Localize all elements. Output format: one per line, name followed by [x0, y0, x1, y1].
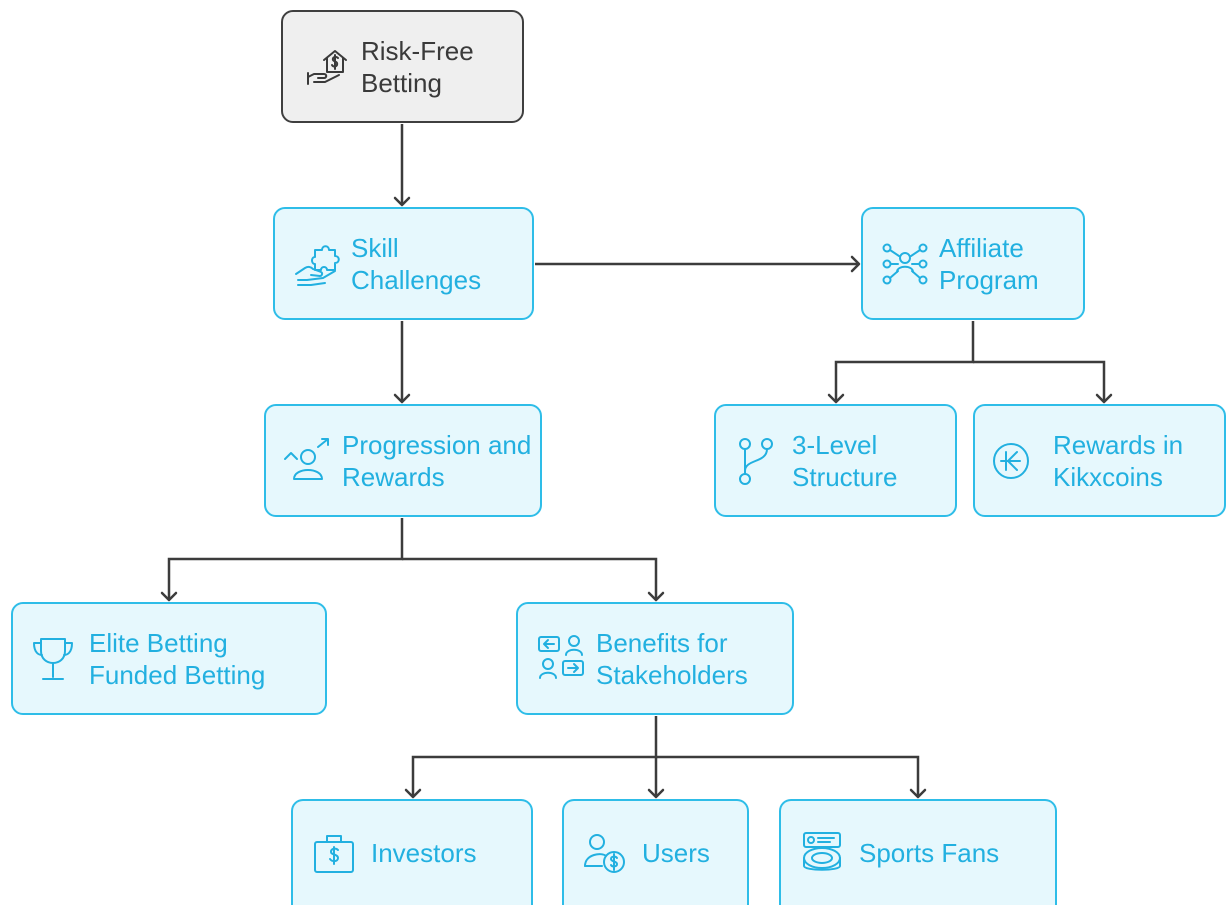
edge-benefits-to-sports-fans	[656, 755, 927, 799]
edge-benefits-to-investors	[404, 716, 658, 799]
node-label: 3-Level Structure	[792, 429, 898, 492]
hand-house-dollar-icon	[303, 42, 353, 92]
coin-icon	[991, 441, 1031, 481]
node-progression-and-rewards[interactable]: Progression and Rewards	[264, 404, 542, 517]
edge-affiliate-to-kikxcoins	[973, 360, 1113, 404]
node-users[interactable]: Users	[562, 799, 749, 905]
person-growth-icon	[280, 435, 332, 487]
node-skill-challenges[interactable]: Skill Challenges	[273, 207, 534, 320]
node-label: Progression and Rewards	[342, 429, 532, 492]
stadium-icon	[799, 830, 845, 876]
exchange-people-icon	[536, 631, 586, 687]
node-benefits-for-stakeholders[interactable]: Benefits for Stakeholders	[516, 602, 794, 715]
node-label: Sports Fans	[859, 838, 1000, 868]
network-people-icon	[879, 238, 931, 290]
edge-progression-to-elite-betting	[160, 518, 404, 602]
node-investors[interactable]: Investors	[291, 799, 533, 905]
node-sports-fans[interactable]: Sports Fans	[779, 799, 1057, 905]
node-label: Users	[642, 838, 710, 868]
user-dollar-icon	[582, 830, 628, 876]
node-affiliate-program[interactable]: Affiliate Program	[861, 207, 1085, 320]
hand-puzzle-icon	[291, 238, 343, 290]
node-label: Risk-Free Betting	[361, 35, 474, 98]
node-label: Elite Betting Funded Betting	[89, 627, 266, 690]
node-risk-free-betting[interactable]: Risk-Free Betting	[281, 10, 524, 123]
node-label: Skill Challenges	[351, 232, 482, 295]
trophy-icon	[31, 633, 75, 685]
briefcase-dollar-icon	[311, 830, 357, 876]
branch-icon	[736, 435, 776, 487]
node-label: Benefits for Stakeholders	[596, 627, 748, 690]
node-label: Affiliate Program	[939, 232, 1039, 295]
node-elite-betting[interactable]: Elite Betting Funded Betting	[11, 602, 327, 715]
node-rewards-in-kikxcoins[interactable]: Rewards in Kikxcoins	[973, 404, 1226, 517]
edge-affiliate-to-3-level	[827, 321, 975, 404]
edge-progression-to-benefits	[402, 557, 665, 602]
node-3-level-structure[interactable]: 3-Level Structure	[714, 404, 957, 517]
node-label: Rewards in Kikxcoins	[1053, 429, 1184, 492]
node-label: Investors	[371, 838, 477, 868]
